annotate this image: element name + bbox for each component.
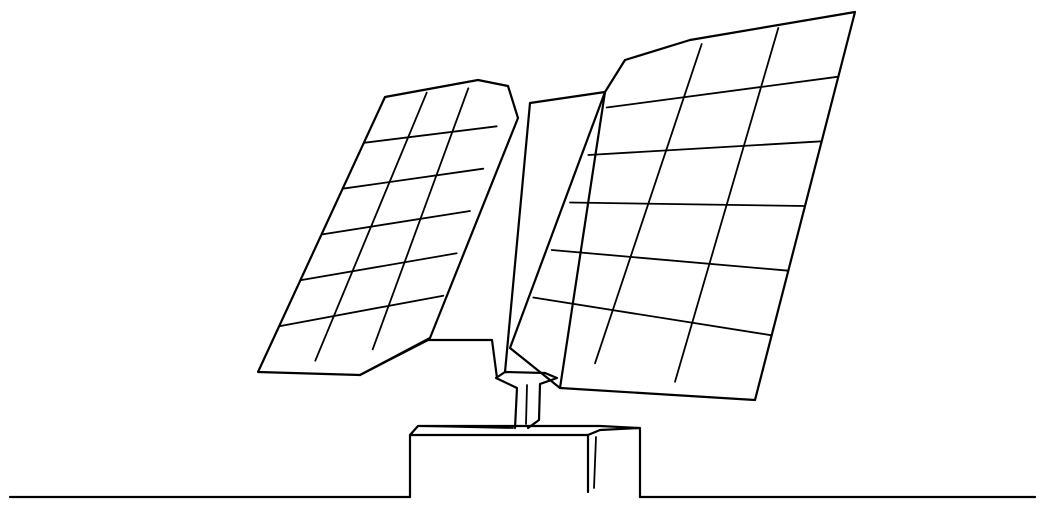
base-box-edge [417, 425, 597, 489]
center-frame [358, 90, 607, 390]
right-panel-row-divider [569, 201, 806, 207]
right-panel-row-divider [587, 140, 823, 156]
support-post [494, 370, 559, 430]
left-panel-row-divider [362, 125, 498, 144]
right-panel-row-divider [532, 296, 773, 337]
support-post-inner [525, 384, 528, 425]
left-panel-row-divider [320, 210, 471, 236]
right-panel-grid [532, 27, 840, 383]
right-panel-frame [508, 10, 857, 402]
left-panel [256, 78, 520, 377]
left-panel-row-divider [278, 294, 445, 328]
left-panel-frame [256, 78, 520, 377]
left-panel-row-divider [341, 167, 485, 190]
right-panel-row-divider [550, 249, 790, 272]
left-panel-grid [278, 87, 498, 362]
left-panel-row-divider [299, 252, 458, 282]
base-box [408, 424, 642, 499]
right-panel [508, 10, 857, 402]
right-panel-row-divider [605, 75, 840, 109]
